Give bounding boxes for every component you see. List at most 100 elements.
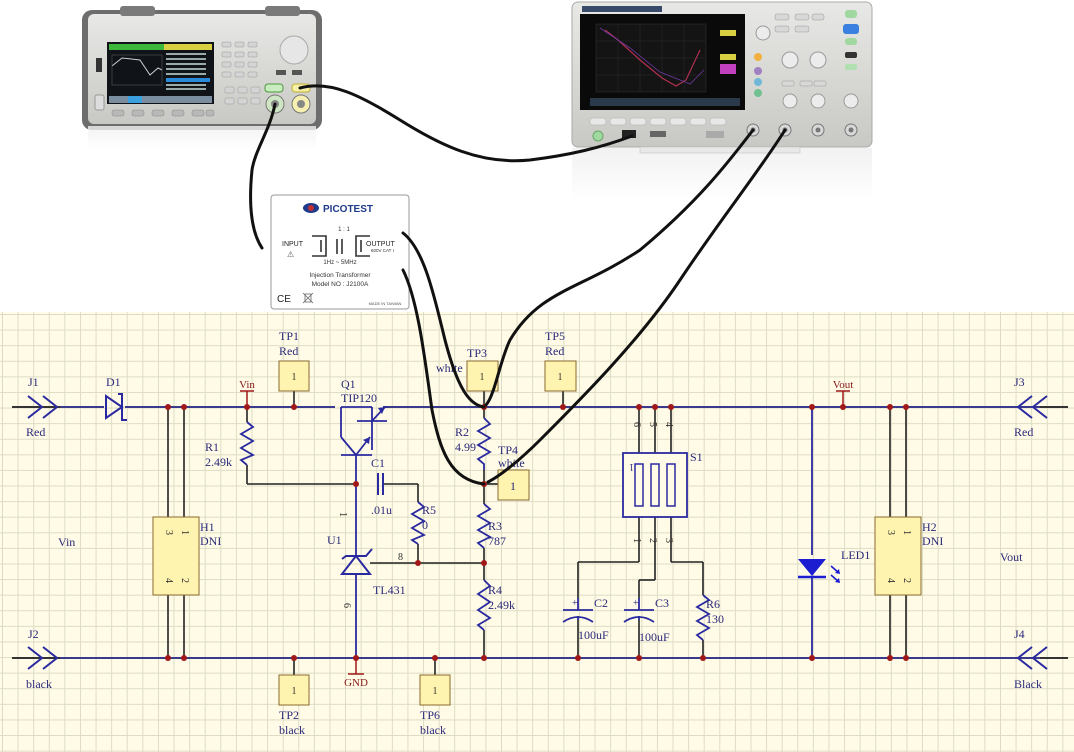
transformer-title: Injection Transformer <box>309 272 371 279</box>
r1-ref: R1 <box>205 440 219 454</box>
cable-scope-ch1-to-tp3 <box>484 128 755 407</box>
connector-chevron-icon <box>1016 646 1048 670</box>
led-led1: LED1 <box>798 548 870 583</box>
s1-pin: 5 <box>647 422 658 427</box>
resistor-icon <box>410 501 427 545</box>
capacitor-c2: + C2 100uF <box>562 596 609 642</box>
c3-value: 100uF <box>639 630 670 644</box>
header-h2: 3 1 4 2 H2 DNI <box>874 516 943 596</box>
probe-cables <box>249 84 787 486</box>
plus-sign: + <box>633 598 639 609</box>
r6-ref: R6 <box>706 597 720 611</box>
capacitor-c3: + C3 100uF <box>623 596 670 644</box>
shunt-regulator-icon <box>339 548 373 575</box>
ce-mark: CE <box>277 294 291 305</box>
j2-ref: J2 <box>28 627 39 641</box>
side-label-vout: Vout <box>1000 550 1023 564</box>
r5-value: 0 <box>422 518 428 532</box>
injection-transformer: PICOTEST 1 : 1 INPUT ⚠ OUTPUT 600V CAT I… <box>270 194 410 310</box>
tp5-color: Red <box>545 344 564 358</box>
c2-value: 100uF <box>578 628 609 642</box>
transformer-output-rating: 600V CAT I <box>371 248 394 253</box>
test-point-tp6: 1 TP6 black <box>419 674 451 737</box>
cable-transformer-to-tp3 <box>401 231 486 409</box>
connector-chevron-icon <box>1016 395 1048 419</box>
u1-pin: 6 <box>341 603 352 608</box>
tp-pin: 1 <box>292 686 297 697</box>
test-point-tp4: 1 TP4 white <box>497 443 530 501</box>
h1-pin: 4 <box>163 578 174 583</box>
c1-value: .01u <box>371 503 392 517</box>
tp4-ref: TP4 <box>498 443 518 457</box>
tp-pin: 1 <box>510 479 516 493</box>
u1-pin: 8 <box>398 552 403 563</box>
c1-ref: C1 <box>371 456 385 470</box>
tp2-ref: TP2 <box>279 708 299 722</box>
transformer-origin: MADE IN TAIWAN <box>369 301 402 306</box>
h1-pin: 1 <box>179 530 190 535</box>
cable-fg-to-scope-trigger <box>298 84 634 163</box>
darlington-transistor-icon <box>340 406 387 456</box>
function-generator <box>82 6 322 150</box>
h2-pin: 1 <box>901 530 912 535</box>
s1-ref: S1 <box>690 450 703 464</box>
r3-value: 787 <box>488 534 506 548</box>
r4-value: 2.49k <box>488 598 515 612</box>
transformer-brand: PICOTEST <box>323 204 373 215</box>
tp1-ref: TP1 <box>279 329 299 343</box>
r6-value: 130 <box>706 612 724 626</box>
transformer-model: Model NO : J2100A <box>312 281 369 288</box>
net-label-vout: Vout <box>833 379 854 391</box>
transistor-q1: Q1 TIP120 <box>340 377 387 456</box>
electrolytic-capacitor-icon <box>562 598 594 623</box>
c3-ref: C3 <box>655 596 669 610</box>
r3-ref: R3 <box>488 519 502 533</box>
picotest-logo-icon <box>303 203 319 213</box>
net-label-gnd: GND <box>344 677 368 689</box>
j1-color: Red <box>26 425 45 439</box>
connector-chevron-icon <box>27 646 59 670</box>
transformer-input-label: INPUT <box>282 241 304 248</box>
resistor-icon <box>476 503 492 549</box>
resistor-icon <box>476 417 492 470</box>
s1-pin: 4 <box>663 422 674 427</box>
zener-diode-icon <box>105 393 127 421</box>
tp5-ref: TP5 <box>545 329 565 343</box>
connector-j2: J2 black <box>26 627 59 691</box>
schematic-branches <box>167 390 907 676</box>
junction-dots <box>165 404 909 661</box>
test-point-tp2: 1 TP2 black <box>278 674 310 737</box>
capacitor-c1: C1 .01u <box>371 456 392 517</box>
cable-transformer-to-tp4 <box>401 268 486 486</box>
electrolytic-capacitor-icon <box>623 598 655 623</box>
connector-j3: J3 Red <box>1014 375 1048 439</box>
q1-ref: Q1 <box>341 377 356 391</box>
h1-pin: 3 <box>163 530 174 535</box>
resistor-icon <box>476 579 492 631</box>
regulator-u1: U1 TL431 1 8 6 <box>327 512 406 608</box>
r5-ref: R5 <box>422 503 436 517</box>
tp6-color: black <box>420 723 446 737</box>
switch-s1: 1 S1 6 5 4 1 2 3 <box>622 422 703 543</box>
transformer-output-label: OUTPUT <box>366 241 396 248</box>
tp2-color: black <box>279 723 305 737</box>
d1-ref: D1 <box>106 375 121 389</box>
j3-color: Red <box>1014 425 1033 439</box>
r1-value: 2.49k <box>205 455 232 469</box>
q1-value: TIP120 <box>341 391 377 405</box>
u1-value: TL431 <box>373 583 406 597</box>
h2-ref: H2 <box>922 520 937 534</box>
h2-pin: 2 <box>901 578 912 583</box>
j4-color: Black <box>1014 677 1042 691</box>
j4-ref: J4 <box>1014 627 1025 641</box>
side-label-vin: Vin <box>58 535 75 549</box>
tp-pin: 1 <box>292 372 297 383</box>
h2-pin: 3 <box>885 530 896 535</box>
h2-pin: 4 <box>885 578 896 583</box>
s1-pin: 6 <box>631 422 642 427</box>
led1-ref: LED1 <box>841 548 870 562</box>
connector-j4: J4 Black <box>1014 627 1048 691</box>
resistor-icon <box>239 421 256 466</box>
